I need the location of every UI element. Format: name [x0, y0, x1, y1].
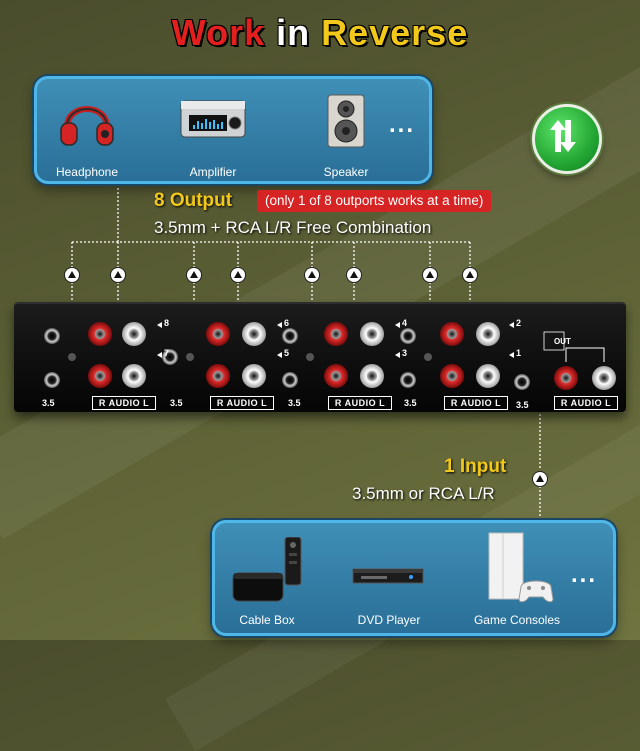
- device-game-console: Game Consoles: [474, 531, 560, 627]
- device-speaker: Speaker: [321, 93, 371, 179]
- input-devices-panel: Cable Box DVD Player Game Consoles ...: [212, 520, 616, 636]
- input-title: 1 Input: [444, 456, 507, 477]
- callout-arrow-icon: [65, 268, 79, 282]
- reverse-sync-button[interactable]: [532, 104, 602, 174]
- rca-label: R AUDIO L: [92, 396, 156, 410]
- out-label: OUT: [554, 337, 571, 346]
- callout-arrow-icon: [533, 472, 547, 486]
- device-amplifier: Amplifier: [175, 95, 251, 179]
- rca-label: R AUDIO L: [328, 396, 392, 410]
- more-devices-ellipsis: ...: [389, 111, 416, 138]
- port-number-4: 4: [402, 318, 408, 328]
- device-cable-box: Cable Box: [227, 536, 307, 627]
- switcher-ports: [44, 322, 616, 390]
- speaker-label: Speaker: [323, 165, 369, 179]
- title-word-reverse: Reverse: [321, 12, 469, 53]
- port-number-3: 3: [402, 348, 408, 358]
- title-word-in: in: [265, 12, 322, 53]
- callout-arrow-icon: [111, 268, 125, 282]
- port-number-7: 7: [164, 348, 170, 358]
- output-title: 8 Output: [154, 190, 233, 211]
- jack-label: 3.5: [170, 398, 183, 408]
- headphone-label: Headphone: [55, 165, 119, 179]
- title-word-work: Work: [171, 12, 266, 53]
- output-subtitle: 3.5mm + RCA L/R Free Combination: [154, 218, 432, 237]
- headphone-icon: [60, 106, 114, 146]
- jack-label: 3.5: [404, 398, 417, 408]
- jack-label: 3.5: [516, 400, 529, 410]
- sync-arrows-icon: [550, 120, 576, 152]
- port-number-5: 5: [284, 348, 290, 358]
- audio-switcher-device: 8 7 6 5 4 3 2 1 OUT 3.5 R AUDIO L 3.5 R …: [14, 302, 626, 412]
- port-number-1: 1: [516, 348, 522, 358]
- callout-arrow-icon: [347, 268, 361, 282]
- port-number-2: 2: [516, 318, 522, 328]
- device-headphone: Headphone: [56, 89, 118, 179]
- speaker-icon: [327, 94, 365, 148]
- jack-label: 3.5: [42, 398, 55, 408]
- rca-label: R AUDIO L: [554, 396, 618, 410]
- device-dvd-player: DVD Player: [349, 563, 429, 627]
- input-subtitle: 3.5mm or RCA L/R: [352, 484, 495, 503]
- output-note: (only 1 of 8 outports works at a time): [257, 190, 492, 212]
- jack-label: 3.5: [288, 398, 301, 408]
- dvd-player-icon: [352, 568, 424, 584]
- game-console-icon: [488, 532, 554, 603]
- rca-label: R AUDIO L: [444, 396, 508, 410]
- port-number-8: 8: [164, 318, 170, 328]
- callout-arrow-icon: [231, 268, 245, 282]
- game-console-label: Game Consoles: [473, 613, 561, 627]
- output-devices-panel: Headphone Amplifier Speaker ...: [34, 76, 432, 184]
- callout-arrow-icon: [187, 268, 201, 282]
- callout-arrow-icon: [463, 268, 477, 282]
- callout-arrow-icon: [423, 268, 437, 282]
- cable-box-icon: [232, 536, 302, 602]
- callout-arrow-icon: [305, 268, 319, 282]
- page-title: Work in Reverse: [0, 12, 640, 54]
- cable-box-label: Cable Box: [239, 613, 295, 627]
- amplifier-icon: [180, 100, 246, 138]
- more-devices-ellipsis: ...: [571, 561, 598, 588]
- amplifier-label: Amplifier: [189, 165, 237, 179]
- rca-label: R AUDIO L: [210, 396, 274, 410]
- dvd-player-label: DVD Player: [357, 613, 421, 627]
- port-number-6: 6: [284, 318, 290, 328]
